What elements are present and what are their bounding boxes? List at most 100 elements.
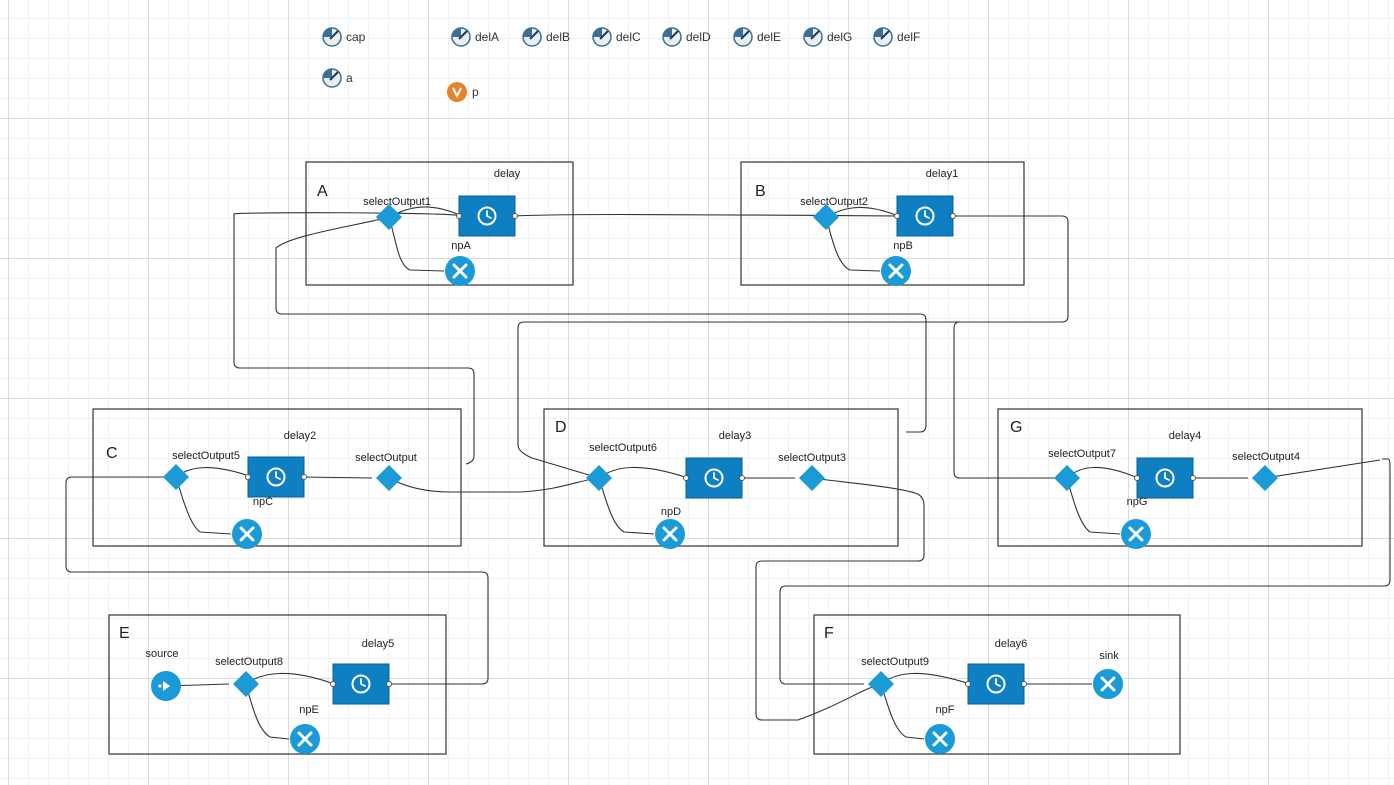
selectOutput8-block[interactable] [233, 671, 259, 697]
selectOutput5-diamond-icon[interactable] [163, 464, 189, 490]
delay1-clock-icon [915, 206, 935, 226]
npA-x-icon [452, 263, 468, 279]
connector-21 [1264, 459, 1381, 479]
connector-11 [301, 476, 373, 479]
delay2-label: delay2 [284, 430, 316, 442]
npE-x-icon [297, 731, 313, 747]
npG-x-icon [1128, 526, 1144, 542]
parameter-label-delG: delG [827, 30, 852, 44]
source-arrow-icon [163, 681, 170, 691]
npF-label: npF [936, 704, 955, 716]
selectOutput7-diamond-icon[interactable] [1054, 465, 1080, 491]
npB-block[interactable] [881, 256, 911, 286]
npD-block[interactable] [655, 519, 685, 549]
connector-14 [598, 466, 689, 479]
delay5-label: delay5 [362, 638, 394, 650]
connector-17 [755, 477, 925, 721]
selectOutput9-block[interactable] [868, 671, 894, 697]
group-label-A: A [317, 183, 328, 200]
parameter-cap[interactable]: cap [322, 27, 366, 47]
selectOutput7-block[interactable] [1054, 465, 1080, 491]
parameter-delD[interactable]: delD [662, 27, 711, 47]
parameter-label-delE: delE [757, 30, 781, 44]
connector-10 [175, 476, 232, 535]
parameter-label-delA: delA [475, 30, 499, 44]
connector-15 [598, 477, 655, 535]
delay-clock-icon [477, 206, 497, 226]
variable-p[interactable]: p [447, 82, 479, 102]
selectOutput5-label: selectOutput5 [172, 450, 240, 462]
selectOutput-block[interactable] [376, 465, 402, 491]
delay2-clock-icon [266, 467, 286, 487]
connector-7 [275, 216, 927, 433]
connector-27 [245, 683, 290, 740]
selectOutput6-diamond-icon[interactable] [586, 465, 612, 491]
delay5-clock-icon [351, 674, 371, 694]
delay2-block[interactable] [245, 456, 307, 498]
selectOutput8-diamond-icon[interactable] [233, 671, 259, 697]
parameter-delB[interactable]: delB [522, 27, 570, 47]
delay3-clock-icon [704, 468, 724, 488]
npD-label: npD [661, 506, 681, 518]
variable-label-p: p [472, 85, 479, 99]
source-block[interactable] [151, 671, 181, 701]
npG-block[interactable] [1121, 519, 1151, 549]
sink-x-icon [1100, 676, 1116, 692]
connector-2 [388, 216, 445, 272]
group-label-C: C [106, 445, 118, 462]
parameter-label-delD: delD [686, 30, 711, 44]
selectOutput4-block[interactable] [1252, 465, 1278, 491]
parameter-delE[interactable]: delE [733, 27, 781, 47]
connector-3 [512, 213, 898, 217]
parameter-a[interactable]: a [322, 68, 353, 88]
delay5-box[interactable] [332, 663, 390, 705]
delay4-block[interactable] [1134, 457, 1196, 499]
parameter-delC[interactable]: delC [592, 27, 641, 47]
delay-block[interactable] [456, 195, 518, 237]
selectOutput4-diamond-icon[interactable] [1252, 465, 1278, 491]
selectOutput-label: selectOutput [355, 452, 417, 464]
npC-block[interactable] [232, 519, 262, 549]
delay3-block[interactable] [683, 457, 745, 499]
npE-block[interactable] [290, 724, 320, 754]
group-label-F: F [824, 625, 834, 642]
selectOutput9-diamond-icon[interactable] [868, 671, 894, 697]
parameter-delG[interactable]: delG [803, 27, 852, 47]
parameter-label-delC: delC [616, 30, 641, 44]
sink-block[interactable] [1093, 669, 1123, 699]
group-label-D: D [555, 419, 567, 436]
npF-block[interactable] [925, 724, 955, 754]
selectOutput5-block[interactable] [163, 464, 189, 490]
selectOutput2-diamond-icon[interactable] [813, 204, 839, 230]
group-label-G: G [1010, 419, 1022, 436]
parameter-delA[interactable]: delA [451, 27, 499, 47]
connector-29 [880, 683, 925, 740]
selectOutput2-block[interactable] [813, 204, 839, 230]
selectOutput1-diamond-icon[interactable] [376, 204, 402, 230]
connector-22 [779, 458, 1391, 685]
selectOutput1-block[interactable] [376, 204, 402, 230]
group-frame-D [543, 408, 899, 547]
npA-block[interactable] [445, 256, 475, 286]
npG-label: npG [1127, 496, 1148, 508]
delay1-block[interactable] [894, 195, 956, 237]
delay5-block[interactable] [330, 663, 392, 705]
parameter-label-delF: delF [897, 30, 920, 44]
parameter-label-cap: cap [346, 30, 366, 44]
selectOutput3-diamond-icon[interactable] [799, 465, 825, 491]
delay1-box[interactable] [896, 195, 954, 237]
selectOutput6-label: selectOutput6 [589, 442, 657, 454]
delay3-label: delay3 [719, 430, 751, 442]
delay6-block[interactable] [965, 663, 1027, 705]
selectOutput3-block[interactable] [799, 465, 825, 491]
parameter-label-delB: delB [546, 30, 570, 44]
parameter-delF[interactable]: delF [873, 27, 920, 47]
selectOutput-diamond-icon[interactable] [376, 465, 402, 491]
npC-label: npC [253, 496, 273, 508]
connector-6 [517, 215, 1069, 479]
selectOutput7-label: selectOutput7 [1048, 448, 1116, 460]
delay1-label: delay1 [926, 168, 958, 180]
connector-24 [953, 321, 1067, 479]
selectOutput6-block[interactable] [586, 465, 612, 491]
